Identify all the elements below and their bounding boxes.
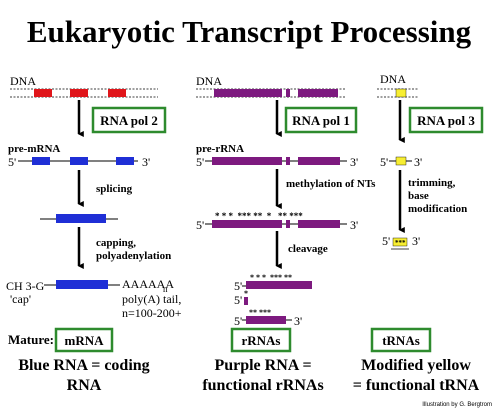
pre-rrna-strand (205, 157, 347, 165)
mature-label: Mature: (8, 332, 54, 347)
large-rrna-5prime: 5' (234, 279, 242, 293)
svg-text:* * * *** **: * * * *** ** (250, 273, 292, 282)
trna-footer-2: = functional tRNA (353, 377, 480, 394)
rrnas-box-label: rRNAs (242, 333, 281, 348)
polya-subscript: n (163, 284, 168, 294)
spliced-mrna (40, 214, 118, 223)
pre-mrna-strand (18, 157, 138, 165)
methylated-3prime: 3' (350, 218, 358, 232)
pre-mrna-5prime: 5' (8, 155, 16, 169)
medium-rrna-5prime: 5' (234, 314, 242, 328)
pre-trna-5prime: 5' (380, 155, 388, 169)
trna-dna-label: DNA (380, 72, 406, 86)
rna-pol-3-label: RNA pol 3 (417, 113, 475, 128)
base-label: base (408, 190, 429, 202)
pre-trna-strand (389, 156, 412, 166)
rrna-product-small: 5' * (234, 289, 248, 307)
pre-mrna-label: pre-mRNA (8, 143, 60, 155)
rrna-product-large: 5' * * * *** ** (234, 273, 312, 293)
mrna-dna-label: DNA (10, 74, 36, 88)
mature-trna-3prime: 3' (412, 234, 420, 248)
mrna-column: DNA RNA pol 2 pre-mRNA 5' 3' splicing ca… (6, 74, 182, 394)
mrna-box-label: mRNA (65, 333, 105, 348)
methylated-5prime: 5' (196, 218, 204, 232)
svg-text:*: * (244, 289, 248, 298)
mature-trna: *** (391, 237, 409, 250)
mature-trna-5prime: 5' (382, 234, 390, 248)
rrna-dna-strand (196, 88, 345, 98)
polyadenylation-label: polyadenylation (96, 250, 171, 262)
svg-text:** ***: ** *** (249, 308, 271, 317)
mrna-footer-1: Blue RNA = coding (18, 357, 149, 374)
capping-label: capping, (96, 237, 136, 249)
pre-rrna-3prime: 3' (350, 155, 358, 169)
rrna-column: DNA RNA pol 1 pre-rRNA 5' 3' methylation… (196, 74, 376, 394)
rna-pol-3-box (408, 106, 484, 134)
methylated-pre-rrna: * * * *** ** * ** *** (205, 211, 347, 228)
rna-pol-2-label: RNA pol 2 (100, 113, 158, 128)
small-rrna-5prime: 5' (234, 293, 242, 307)
medium-rrna-3prime: 3' (294, 314, 302, 328)
mature-mrna (44, 280, 120, 289)
svg-text:***: *** (395, 239, 406, 247)
rrna-product-medium: 5' ** *** 3' (234, 308, 302, 328)
polya-label: AAAAAA (122, 277, 174, 291)
trna-dna-strand (377, 88, 418, 98)
pre-trna-3prime: 3' (414, 155, 422, 169)
polya-note-1: poly(A) tail, (122, 292, 181, 306)
methyl-marks: * * * *** ** * ** *** (215, 211, 303, 221)
polya-note-2: n=100-200+ (122, 306, 182, 320)
diagram-title: Eukaryotic Transcript Processing (27, 14, 472, 49)
rrna-footer-1: Purple RNA = (214, 357, 311, 374)
cap-label-b: 'cap' (10, 292, 31, 306)
pre-rrna-label: pre-rRNA (196, 143, 244, 155)
mrna-footer-2: RNA (67, 377, 102, 394)
splicing-label: splicing (96, 183, 133, 195)
illustration-credit: Illustration by G. Bergtrom (422, 402, 492, 408)
cap-label-a: CH 3-G (6, 279, 45, 293)
modification-label: modification (408, 203, 467, 215)
trimming-label: trimming, (408, 177, 456, 189)
trnas-box-label: tRNAs (382, 333, 420, 348)
rrnas-box (230, 327, 292, 353)
cleavage-label: cleavage (288, 243, 328, 255)
rrna-dna-label: DNA (196, 74, 222, 88)
rna-pol-2-box (91, 106, 167, 134)
trna-column: DNA RNA pol 3 5' 3' trimming, base modif… (353, 72, 484, 394)
methylation-label: methylation of NTs (286, 178, 376, 190)
rna-pol-1-box (284, 106, 358, 134)
pre-rrna-5prime: 5' (196, 155, 204, 169)
mrna-dna-strand (10, 88, 158, 98)
pre-mrna-3prime: 3' (142, 155, 150, 169)
trnas-box (370, 327, 432, 353)
mrna-box (54, 327, 114, 353)
trna-footer-1: Modified yellow (361, 357, 471, 374)
rna-pol-1-label: RNA pol 1 (292, 113, 350, 128)
rrna-footer-2: functional rRNAs (202, 377, 323, 394)
